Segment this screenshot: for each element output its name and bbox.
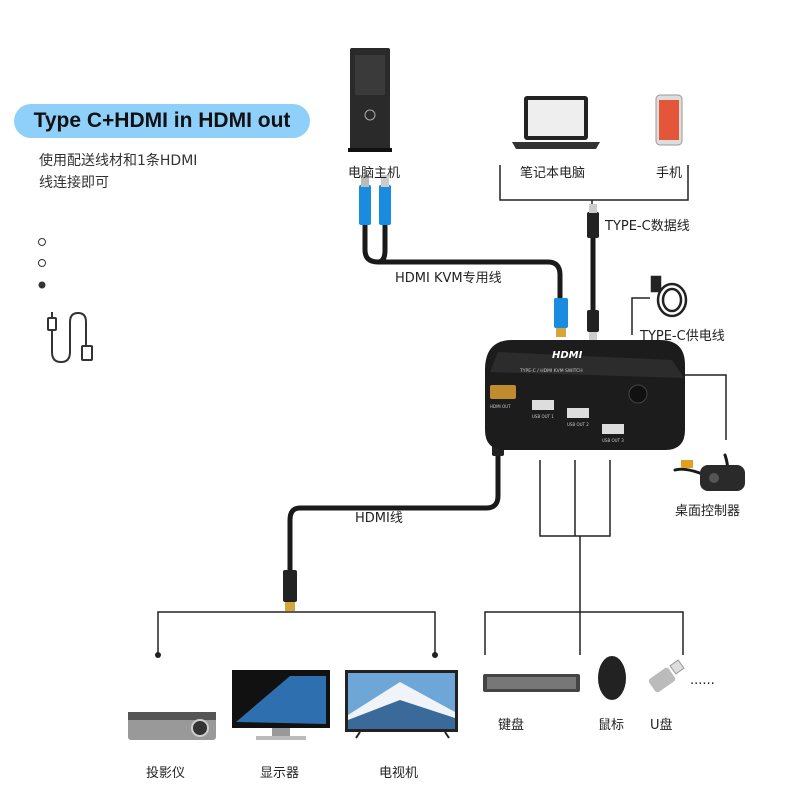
desk-controller-label: 桌面控制器 — [675, 504, 741, 519]
kvm-switch-device: HDMI TYPE-C / HDMI KVM SWITCH HDMI OUT U… — [485, 340, 685, 450]
usb-drive-label: U盘 — [650, 718, 673, 733]
hdmi-cable-label: HDMI线 — [355, 511, 403, 526]
device-logo: HDMI — [552, 350, 583, 361]
typec-data-cable-label: TYPE-C数据线 — [605, 219, 690, 234]
monitor-label: 显示器 — [260, 766, 300, 781]
hdmi-kvm-plugs — [359, 175, 568, 337]
hdmi-kvm-cable-label: HDMI KVM专用线 — [395, 271, 502, 286]
port-label: HDMI OUT — [490, 404, 511, 409]
pagination-dots[interactable] — [38, 238, 46, 289]
typec-power-cable-label: TYPE-C供电线 — [640, 329, 725, 344]
laptop-icon — [512, 96, 600, 149]
port-label: USB OUT 2 — [567, 422, 589, 427]
typec-power-cable-icon — [650, 275, 688, 318]
monitor-icon — [232, 670, 330, 740]
projector-icon — [128, 712, 216, 740]
more-devices-ellipsis: ...... — [690, 673, 715, 688]
page-dot-active[interactable] — [38, 281, 46, 289]
desk-controller-icon — [681, 460, 745, 491]
typec-data-plugs — [587, 204, 599, 340]
keyboard-icon — [483, 674, 580, 692]
port-label: USB OUT 1 — [532, 414, 554, 419]
keyboard-label: 键盘 — [498, 718, 525, 733]
page-dot[interactable] — [38, 238, 46, 246]
mouse-icon — [598, 656, 626, 700]
description: 使用配送线材和1条HDMI 线连接即可 — [39, 150, 197, 194]
port-label: USB OUT 3 — [602, 438, 624, 443]
description-line: 使用配送线材和1条HDMI — [39, 153, 198, 169]
laptop-label: 笔记本电脑 — [520, 166, 586, 181]
tv-label: 电视机 — [379, 766, 419, 781]
usb-drive-icon — [648, 659, 685, 693]
phone-icon — [655, 94, 683, 146]
tv-icon — [345, 670, 458, 739]
projector-label: 投影仪 — [146, 766, 186, 781]
cable-icon — [47, 311, 93, 364]
description-line: 线连接即可 — [39, 175, 109, 191]
device-model: TYPE-C / HDMI KVM SWITCH — [519, 368, 583, 374]
page-dot[interactable] — [38, 259, 46, 267]
mouse-label: 鼠标 — [598, 718, 625, 733]
title-badge: Type C+HDMI in HDMI out — [14, 104, 310, 138]
pc-tower-icon — [348, 48, 392, 152]
pc-label: 电脑主机 — [348, 166, 401, 181]
phone-label: 手机 — [656, 166, 683, 181]
